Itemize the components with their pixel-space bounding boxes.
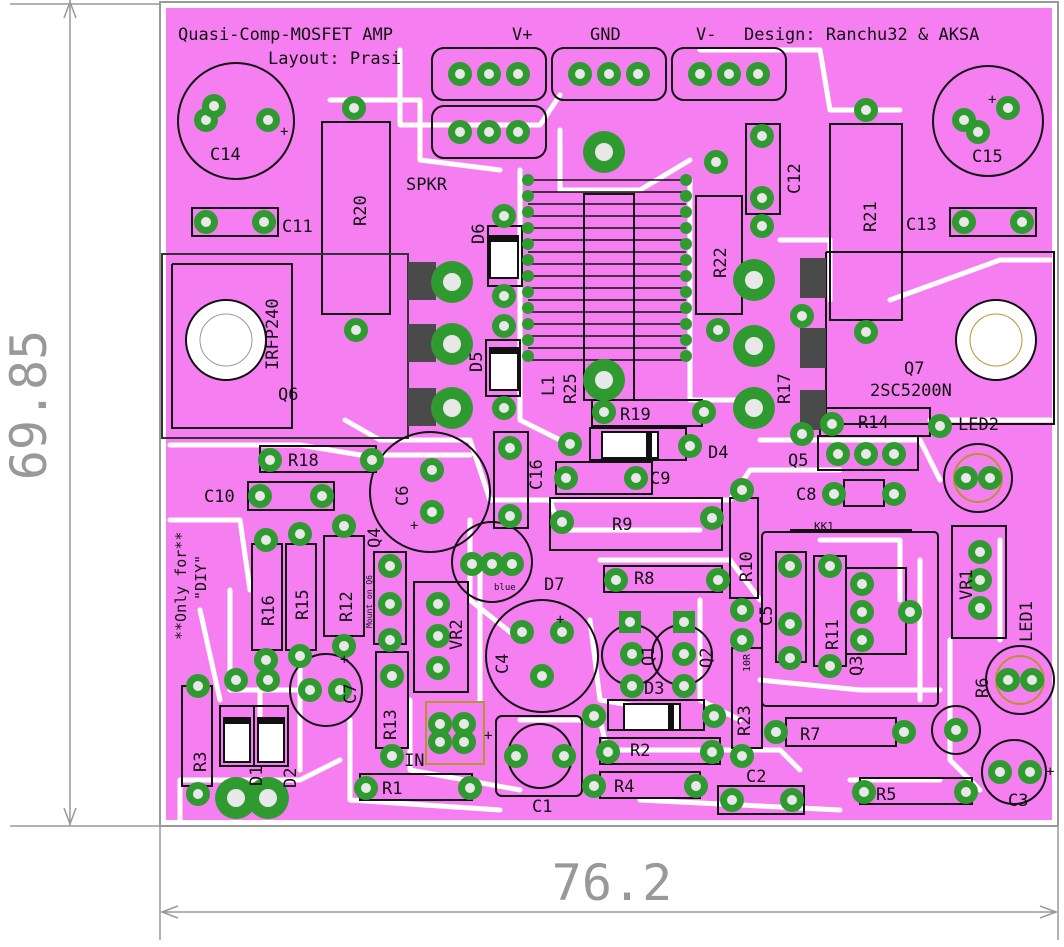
label-l1: L1 (539, 376, 559, 396)
label-r23: R23 (735, 705, 755, 736)
label-c16: C16 (527, 459, 547, 490)
label-c3: C3 (1008, 791, 1028, 811)
label-c9: C9 (650, 469, 670, 489)
label-blue: blue (494, 583, 516, 593)
width-dimension: 76.2 (552, 854, 672, 912)
label-q6: Q6 (278, 385, 298, 405)
svg-text:+: + (410, 518, 418, 534)
label-c14: C14 (210, 145, 241, 165)
label-d2: D2 (281, 768, 301, 788)
label-c11: C11 (282, 217, 313, 237)
label-r13: R13 (381, 709, 401, 740)
diode-cathode-bands (224, 236, 674, 730)
dimension-lines (10, 0, 1059, 940)
label-r21: R21 (861, 201, 881, 232)
label-led1: LED1 (1017, 601, 1037, 642)
label-d6: D6 (469, 224, 489, 244)
label-r15: R15 (293, 589, 313, 620)
label-r16: R16 (259, 595, 279, 626)
label-r19: R19 (620, 405, 651, 425)
diy-note-1: **Only for** (172, 532, 190, 640)
label-c5: C5 (757, 606, 777, 626)
label-q3: Q3 (847, 656, 867, 676)
svg-text:+: + (484, 728, 492, 744)
label-d1: D1 (247, 766, 267, 786)
label-vr2: VR2 (447, 619, 467, 650)
label-d3: D3 (644, 679, 664, 699)
vplus-label: V+ (512, 25, 532, 45)
label-q1: Q1 (639, 646, 659, 666)
label-d4: D4 (708, 443, 728, 463)
label-vr1: VR1 (957, 569, 977, 600)
label-c4: C4 (493, 654, 513, 674)
l1-coil (528, 179, 686, 361)
label-c1: C1 (532, 797, 552, 817)
label-c2: C2 (746, 767, 766, 787)
label-q2: Q2 (697, 648, 717, 668)
mounting-holes (185, 299, 1037, 381)
label-mount: Mount on Q6 (365, 575, 374, 628)
label-r18: R18 (288, 451, 319, 471)
label-r2: R2 (630, 741, 650, 761)
label-r5: R5 (876, 785, 896, 805)
label-10r: 10R (742, 653, 753, 672)
label-c15: C15 (972, 147, 1003, 167)
svg-text:+: + (340, 652, 348, 668)
in-label: IN (404, 751, 424, 771)
gnd-label: GND (590, 25, 621, 45)
label-q4: Q4 (365, 528, 385, 548)
label-r9: R9 (612, 515, 632, 535)
layout-text: Layout: Prasi (268, 49, 401, 69)
label-r7: R7 (800, 725, 820, 745)
label-c6: C6 (393, 486, 413, 506)
label-irfp240: IRFP240 (263, 298, 283, 370)
label-kk1: KK1 (814, 520, 834, 533)
svg-text:+: + (280, 124, 288, 140)
svg-text:+: + (1046, 764, 1054, 780)
label-c10: C10 (204, 487, 235, 507)
polarity-marks: + + + + + + + (280, 92, 1054, 780)
spkr-label: SPKR (406, 175, 448, 195)
label-r25: R25 (561, 373, 581, 404)
label-r11: R11 (823, 619, 843, 650)
label-q5: Q5 (788, 451, 808, 471)
label-r20: R20 (351, 195, 371, 226)
svg-text:+: + (556, 612, 564, 628)
label-q7: Q7 (904, 359, 924, 379)
label-c8: C8 (796, 485, 816, 505)
label-r3: R3 (191, 752, 211, 772)
label-r14: R14 (858, 413, 889, 433)
label-r12: R12 (337, 591, 357, 622)
vminus-label: V- (696, 25, 716, 45)
label-r1: R1 (382, 779, 402, 799)
diy-note-2: "DIY" (192, 555, 210, 600)
label-d7: D7 (544, 575, 564, 595)
height-dimension: 69.85 (0, 330, 58, 481)
label-d5: D5 (467, 352, 487, 372)
label-r10: R10 (737, 551, 757, 582)
label-c7: C7 (341, 684, 361, 704)
credits-text: Design: Ranchu32 & AKSA (744, 25, 979, 45)
label-c12: C12 (785, 163, 805, 194)
label-2sc5200n: 2SC5200N (870, 381, 952, 401)
label-led2: LED2 (958, 415, 999, 435)
label-r17: R17 (775, 373, 795, 404)
label-c13: C13 (906, 215, 937, 235)
svg-text:+: + (988, 92, 996, 108)
l1-coil-ends (522, 174, 692, 362)
label-r22: R22 (711, 247, 731, 278)
label-r6: R6 (973, 678, 993, 698)
title-text: Quasi-Comp-MOSFET AMP (178, 25, 393, 45)
label-r8: R8 (634, 569, 654, 589)
label-r4: R4 (614, 777, 634, 797)
